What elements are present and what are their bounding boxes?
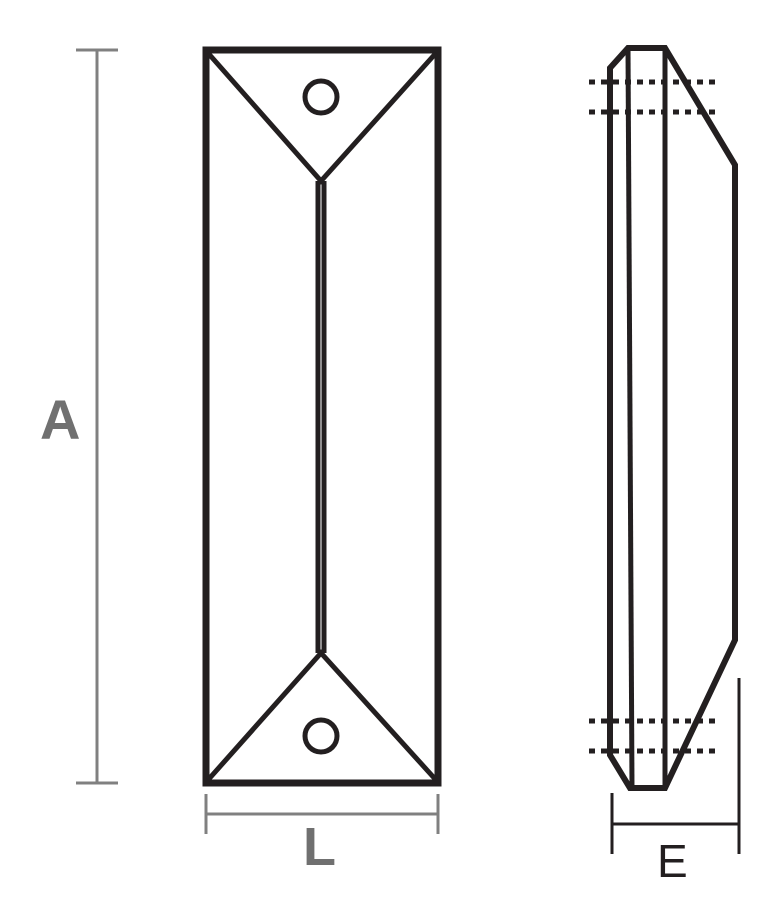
bottom-facet-triangle: [206, 649, 438, 782]
width-dimension-label: L: [303, 817, 336, 877]
top-mounting-hole: [302, 78, 340, 116]
front-outline: [202, 46, 442, 787]
bottom-mounting-hole: [302, 717, 340, 755]
width-dimension: [204, 794, 440, 834]
side-inner-line-left: [625, 47, 635, 789]
thickness-dimension-label: E: [657, 835, 688, 887]
side-view: [607, 45, 738, 791]
front-view: [202, 46, 442, 787]
height-dimension-label: A: [40, 388, 81, 451]
hole-indicator-lines: [589, 79, 720, 754]
top-facet-triangle: [206, 51, 438, 185]
thickness-dimension: [610, 678, 741, 854]
height-dimension: [76, 48, 118, 785]
